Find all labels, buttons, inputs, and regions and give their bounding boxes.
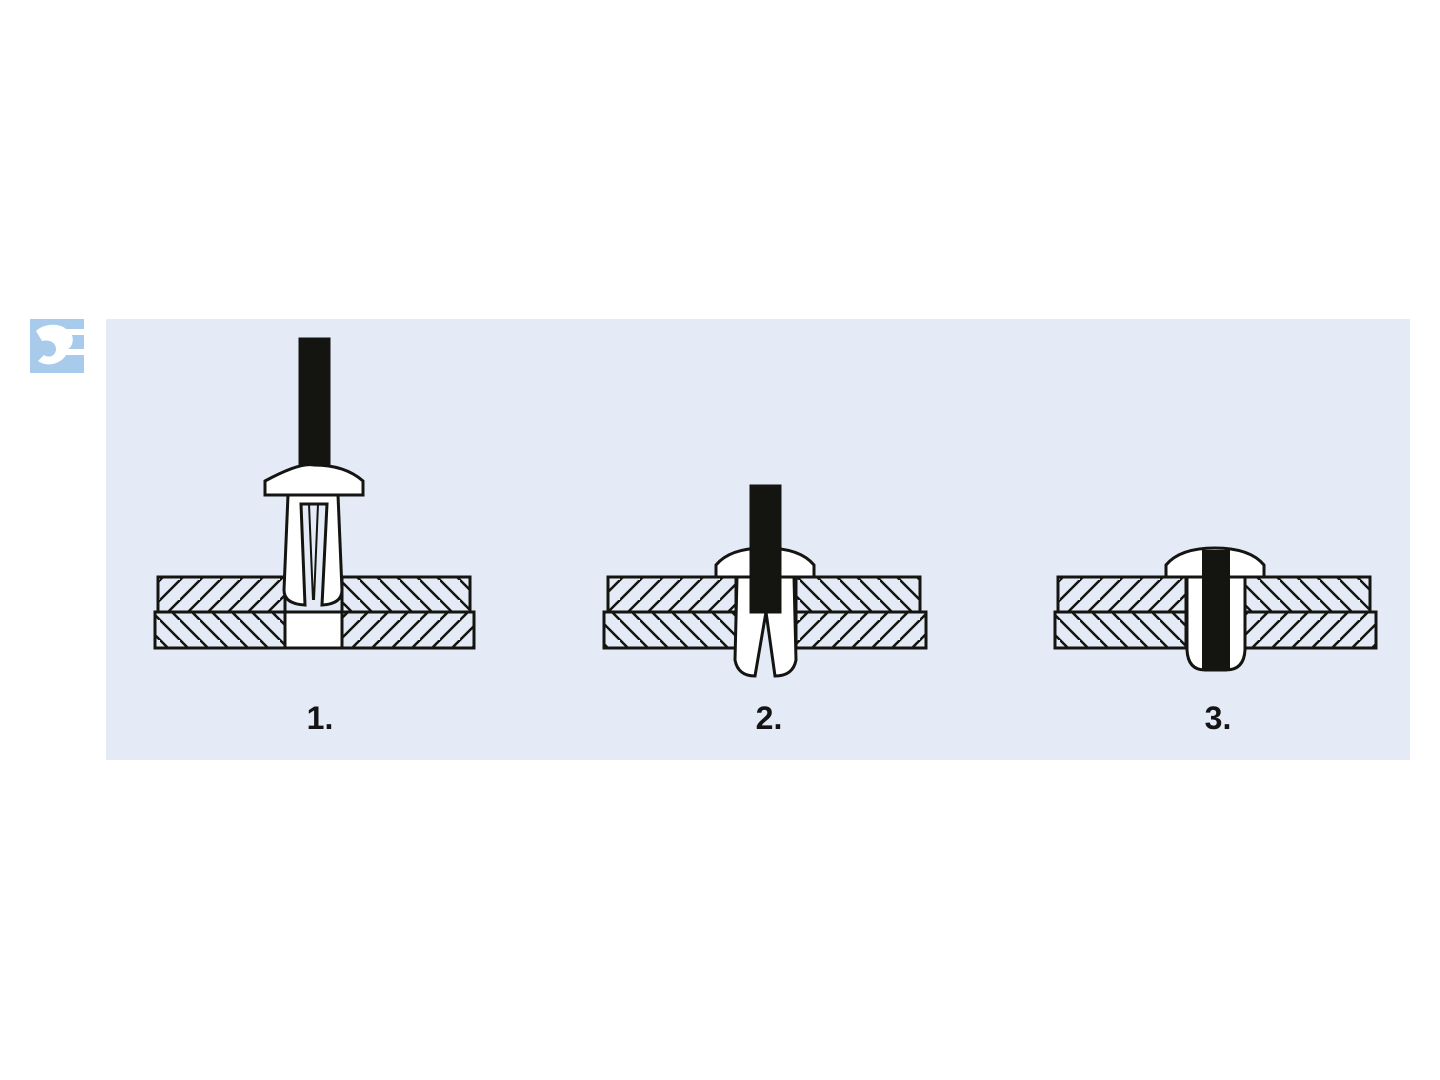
step-3-rivet (1164, 546, 1266, 672)
step-1-label: 1. (306, 700, 334, 736)
step-2-label: 2. (755, 700, 783, 736)
step-1-plates (153, 575, 476, 650)
step-2-rivet (714, 484, 816, 678)
step-1-rivet (263, 337, 365, 607)
step-2-plates (602, 575, 928, 650)
step-3-label: 3. (1204, 700, 1232, 736)
brand-logo-icon (30, 319, 84, 373)
